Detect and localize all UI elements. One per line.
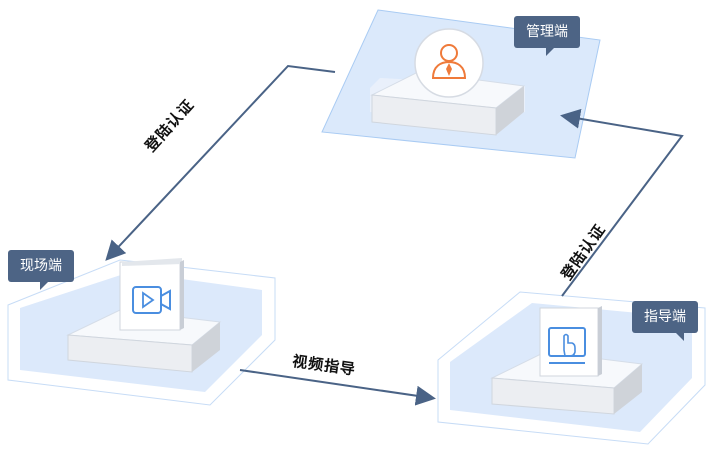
arrow-video-guidance	[239, 369, 436, 406]
admin-tag: 管理端	[514, 16, 580, 56]
arrow-login-left	[105, 64, 336, 261]
admin-box-side	[496, 86, 524, 135]
guide-box-side	[614, 364, 642, 414]
guide-panel-outer	[437, 291, 706, 445]
field-node	[7, 258, 276, 406]
admin-user-icon	[431, 44, 467, 79]
field-box-side	[192, 322, 220, 372]
touch-hand-icon	[548, 327, 586, 364]
video-camera-icon	[132, 286, 171, 314]
field-tag: 现场端	[8, 250, 74, 290]
guide-tag: 指导端	[632, 301, 698, 341]
arrow-login-right	[560, 108, 684, 297]
guide-node	[437, 291, 706, 445]
